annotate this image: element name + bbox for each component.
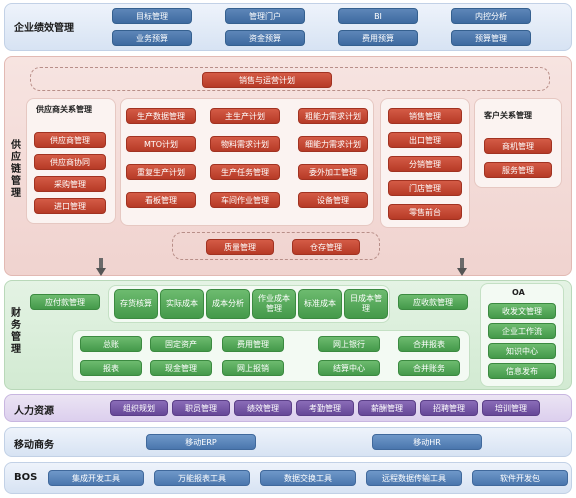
quality-item-0[interactable]: 质量管理 [206, 239, 274, 255]
oa-item-1[interactable]: 企业工作流 [488, 323, 556, 339]
production-item-3-2[interactable]: 设备管理 [298, 192, 368, 208]
customer-item-0[interactable]: 商机管理 [484, 138, 552, 154]
ledger-item-0[interactable]: 总账 [80, 336, 142, 352]
hr-item-4[interactable]: 薪酬管理 [358, 400, 416, 416]
performance-item-3[interactable]: 内控分析 [451, 8, 531, 24]
payable-button[interactable]: 应付款管理 [30, 294, 100, 310]
connector-right [460, 258, 464, 270]
budget-item-2[interactable]: 费用预算 [338, 30, 418, 46]
customer-panel-title: 客户关系管理 [484, 111, 532, 120]
report-item-2[interactable]: 网上报销 [222, 360, 284, 376]
arrow-down-left-icon [96, 268, 106, 276]
supplier-item-1[interactable]: 供应商协同 [34, 154, 106, 170]
quality-dashed-outline [172, 232, 380, 260]
hr-item-3[interactable]: 考勤管理 [296, 400, 354, 416]
receivable-button[interactable]: 应收款管理 [398, 294, 468, 310]
supplier-item-2[interactable]: 采购管理 [34, 176, 106, 192]
hr-title: 人力资源 [14, 406, 54, 417]
sales-item-4[interactable]: 零售前台 [388, 204, 462, 220]
ledger-item-3[interactable]: 网上银行 [318, 336, 380, 352]
bos-item-2[interactable]: 数据交换工具 [260, 470, 356, 486]
performance-item-0[interactable]: 目标管理 [112, 8, 192, 24]
arrow-down-right-icon [457, 268, 467, 276]
oa-item-3[interactable]: 信息发布 [488, 363, 556, 379]
mobile-item-1[interactable]: 移动HR [372, 434, 482, 450]
report-item-1[interactable]: 现金管理 [150, 360, 212, 376]
quality-item-1[interactable]: 仓存管理 [292, 239, 360, 255]
performance-item-1[interactable]: 管理门户 [225, 8, 305, 24]
mobile-item-0[interactable]: 移动ERP [146, 434, 256, 450]
connector-left [99, 258, 103, 270]
sales-item-0[interactable]: 销售管理 [388, 108, 462, 124]
ledger-item-2[interactable]: 费用管理 [222, 336, 284, 352]
performance-item-2[interactable]: BI [338, 8, 418, 24]
bos-item-3[interactable]: 远程数据传输工具 [366, 470, 462, 486]
finance-title: 财务管理 [11, 308, 21, 355]
bos-title: BOS [14, 472, 38, 483]
budget-item-3[interactable]: 预算管理 [451, 30, 531, 46]
hr-item-6[interactable]: 培训管理 [482, 400, 540, 416]
oa-item-2[interactable]: 知识中心 [488, 343, 556, 359]
accounting-item-2[interactable]: 成本分析 [206, 289, 250, 319]
accounting-item-5[interactable]: 日成本管理 [344, 289, 388, 319]
mobile-band [4, 427, 572, 457]
oa-item-0[interactable]: 收发文管理 [488, 303, 556, 319]
sales-item-3[interactable]: 门店管理 [388, 180, 462, 196]
bos-item-1[interactable]: 万能报表工具 [154, 470, 250, 486]
production-item-2-1[interactable]: 生产任务管理 [210, 164, 280, 180]
production-item-0-2[interactable]: 粗能力需求计划 [298, 108, 368, 124]
production-item-1-0[interactable]: MTO计划 [126, 136, 196, 152]
bos-item-0[interactable]: 集成开发工具 [48, 470, 144, 486]
accounting-item-3[interactable]: 作业成本管理 [252, 289, 296, 319]
production-item-2-0[interactable]: 重复生产计划 [126, 164, 196, 180]
sales-operations-plan-button[interactable]: 销售与运营计划 [202, 72, 332, 88]
production-item-2-2[interactable]: 委外加工管理 [298, 164, 368, 180]
supply-chain-title: 供应链管理 [11, 140, 21, 199]
production-item-1-1[interactable]: 物料需求计划 [210, 136, 280, 152]
ledger-item-1[interactable]: 固定资产 [150, 336, 212, 352]
bos-item-4[interactable]: 软件开发包 [472, 470, 568, 486]
supplier-panel-title: 供应商关系管理 [36, 105, 92, 114]
plan-dashed-outline [30, 67, 550, 91]
production-item-0-1[interactable]: 主生产计划 [210, 108, 280, 124]
hr-item-5[interactable]: 招聘管理 [420, 400, 478, 416]
accounting-item-0[interactable]: 存货核算 [114, 289, 158, 319]
supplier-item-0[interactable]: 供应商管理 [34, 132, 106, 148]
sales-item-1[interactable]: 出口管理 [388, 132, 462, 148]
production-item-0-0[interactable]: 生产数据管理 [126, 108, 196, 124]
production-item-1-2[interactable]: 细能力需求计划 [298, 136, 368, 152]
report-item-3[interactable]: 结算中心 [318, 360, 380, 376]
hr-item-0[interactable]: 组织规划 [110, 400, 168, 416]
hr-item-2[interactable]: 绩效管理 [234, 400, 292, 416]
report-item-0[interactable]: 报表 [80, 360, 142, 376]
accounting-item-1[interactable]: 实际成本 [160, 289, 204, 319]
budget-item-0[interactable]: 业务预算 [112, 30, 192, 46]
performance-title: 企业绩效管理 [14, 23, 74, 34]
oa-panel-title: OA [512, 288, 525, 297]
supplier-item-3[interactable]: 进口管理 [34, 198, 106, 214]
mobile-title: 移动商务 [14, 440, 54, 451]
accounting-item-4[interactable]: 标准成本 [298, 289, 342, 319]
ledger-item-4[interactable]: 合并报表 [398, 336, 460, 352]
production-item-3-0[interactable]: 看板管理 [126, 192, 196, 208]
budget-item-1[interactable]: 资金预算 [225, 30, 305, 46]
production-item-3-1[interactable]: 车间作业管理 [210, 192, 280, 208]
customer-item-1[interactable]: 服务管理 [484, 162, 552, 178]
sales-item-2[interactable]: 分销管理 [388, 156, 462, 172]
hr-item-1[interactable]: 职员管理 [172, 400, 230, 416]
report-item-4[interactable]: 合并账务 [398, 360, 460, 376]
